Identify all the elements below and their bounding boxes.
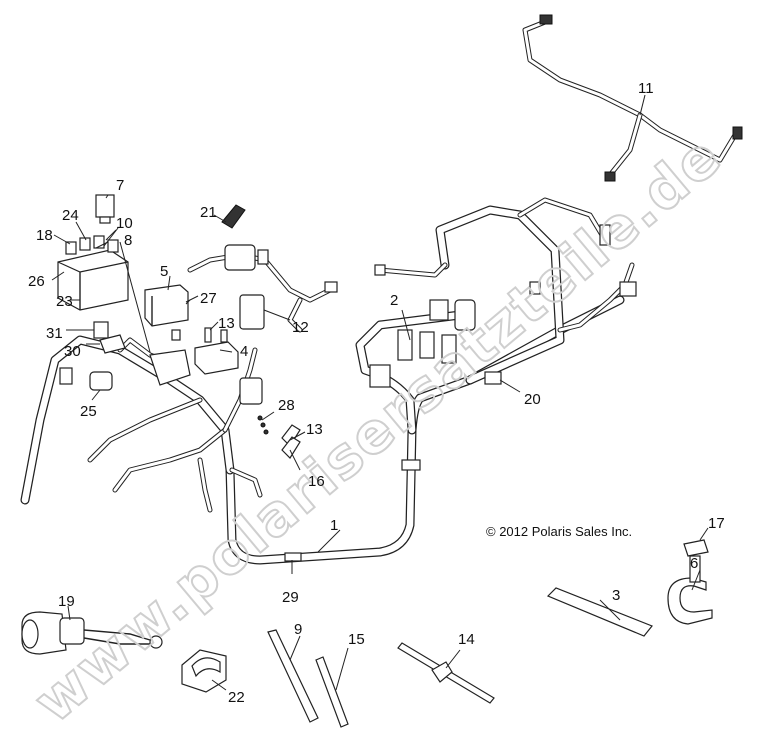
callout-7: 7 — [116, 177, 124, 194]
callout-1: 1 — [330, 517, 338, 534]
callout-3: 3 — [612, 587, 620, 604]
callout-10: 10 — [116, 215, 133, 232]
rear-harness — [522, 14, 743, 182]
bolt-17 — [683, 539, 709, 583]
callout-15: 15 — [348, 631, 365, 648]
main-harness — [20, 197, 635, 565]
callout-22: 22 — [228, 689, 245, 706]
callout-4: 4 — [240, 343, 248, 360]
callout-16: 16 — [308, 473, 325, 490]
upper-connectors — [187, 204, 338, 333]
callout-8: 8 — [124, 232, 132, 249]
callout-30: 30 — [64, 343, 81, 360]
callout-14: 14 — [458, 631, 475, 648]
junction-block — [149, 349, 191, 386]
callout-11: 11 — [638, 80, 654, 97]
connector-cluster — [374, 224, 637, 364]
fuse-box — [57, 194, 129, 311]
relay-31 — [93, 321, 109, 339]
callout-19: 19 — [58, 593, 75, 610]
strip-3 — [546, 587, 653, 637]
callout-29: 29 — [282, 589, 299, 606]
bracket — [194, 341, 239, 375]
clip-22 — [181, 649, 227, 693]
callout-12: 12 — [292, 319, 309, 336]
connector-left — [59, 367, 73, 385]
copyright-notice: © 2012 Polaris Sales Inc. — [486, 524, 632, 539]
callout-18: 18 — [36, 227, 53, 244]
callout-25: 25 — [80, 403, 97, 420]
callout-9: 9 — [294, 621, 302, 638]
connector-25 — [89, 371, 113, 391]
callout-20: 20 — [524, 391, 541, 408]
callout-2: 2 — [390, 292, 398, 309]
callout-13-lower: 13 — [306, 421, 323, 438]
callout-5: 5 — [160, 263, 168, 280]
callout-28: 28 — [278, 397, 295, 414]
callout-26: 26 — [28, 273, 45, 290]
cable-tie-9 — [267, 629, 319, 723]
connector-30 — [99, 334, 126, 354]
cable-tie-15 — [315, 656, 349, 728]
leader-lines — [51, 94, 709, 691]
tie-mount-14 — [397, 642, 495, 704]
callout-31: 31 — [46, 325, 63, 342]
callout-17: 17 — [708, 515, 725, 532]
callout-24: 24 — [62, 207, 79, 224]
callout-23: 23 — [56, 293, 73, 310]
p-clamp-6 — [667, 577, 713, 625]
callout-21: 21 — [200, 204, 217, 221]
ignition-switch — [21, 611, 163, 655]
callouts: 1 2 3 4 5 6 7 8 9 10 11 12 13 13 14 15 1… — [28, 80, 725, 706]
control-module — [144, 284, 189, 341]
callout-27: 27 — [200, 290, 217, 307]
callout-6: 6 — [690, 555, 698, 572]
callout-13-upper: 13 — [218, 315, 235, 332]
